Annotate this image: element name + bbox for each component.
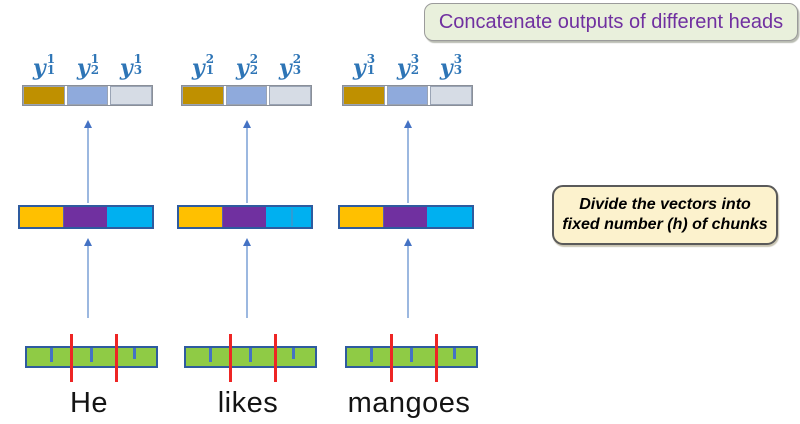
up-arrow-icon: [404, 238, 412, 318]
cell-divider: [292, 348, 295, 359]
y-label-sup: 1: [90, 52, 100, 66]
word-label: likes: [217, 387, 279, 419]
output-segment-head1: [182, 86, 224, 105]
chunk-divider-red: [70, 334, 73, 382]
chunked-vector: [338, 205, 474, 229]
y-label-sup: 1: [133, 52, 143, 66]
output-segment-head3: [430, 86, 473, 105]
cell-divider: [410, 348, 413, 362]
output-segment-head1: [343, 86, 385, 105]
word-label: He: [69, 387, 109, 419]
output-segment-head2: [225, 86, 268, 105]
up-arrow-icon: [84, 238, 92, 318]
divide-note-line2: fixed number (h) of chunks: [562, 216, 768, 233]
y-label-sub: 2: [90, 63, 100, 77]
chunk-segment-1: [179, 207, 223, 227]
y-label-sup: 3: [410, 52, 420, 66]
cell-divider: [209, 348, 212, 362]
y-label-sub: 1: [46, 63, 56, 77]
y-label-base: y: [352, 55, 366, 81]
chunk-segment-2: [383, 207, 428, 227]
y-label-base: y: [119, 55, 133, 81]
output-segment-head3: [269, 86, 312, 105]
chunk-divider-red: [435, 334, 438, 382]
chunk-segment-1: [340, 207, 384, 227]
y-label-sup: 1: [46, 52, 56, 66]
y-label-sup: 2: [205, 52, 215, 66]
chunk-divider-red: [115, 334, 118, 382]
y-label-sub: 3: [453, 63, 463, 77]
output-vector: [181, 85, 312, 106]
chunk-segment-3: [107, 207, 152, 227]
chunk-segment-2: [222, 207, 267, 227]
output-segment-head2: [386, 86, 429, 105]
y-label-sub: 1: [205, 63, 215, 77]
output-vector: [22, 85, 153, 106]
y-label-base: y: [32, 55, 46, 81]
y-label-base: y: [396, 55, 410, 81]
y-label-base: y: [76, 55, 90, 81]
cell-divider: [370, 348, 373, 362]
chunk-divider-red: [274, 334, 277, 382]
y-label-sup: 2: [292, 52, 302, 66]
token-vector: [184, 346, 317, 368]
up-arrow-icon: [243, 238, 251, 318]
y-label-sub: 3: [292, 63, 302, 77]
chunk-divider-red: [229, 334, 232, 382]
token-vector: [25, 346, 158, 368]
concatenate-note: Concatenate outputs of different heads: [424, 3, 798, 41]
cell-divider: [50, 348, 53, 362]
concatenate-note-text: Concatenate outputs of different heads: [438, 10, 784, 33]
token-vector: [345, 346, 478, 368]
chunk-segment-1: [20, 207, 64, 227]
chunk-segment-2: [63, 207, 108, 227]
output-segment-head1: [23, 86, 65, 105]
y-label-sup: 3: [366, 52, 376, 66]
output-segment-head3: [110, 86, 153, 105]
y-label-base: y: [278, 55, 292, 81]
y-label-sub: 3: [133, 63, 143, 77]
y-label-sup: 2: [249, 52, 259, 66]
chunk-divider-red: [390, 334, 393, 382]
up-arrow-icon: [84, 120, 92, 203]
up-arrow-icon: [404, 120, 412, 203]
divide-note: Divide the vectors into fixed number (h)…: [552, 185, 778, 245]
chunk-subdivider: [290, 208, 293, 226]
y-label-base: y: [439, 55, 453, 81]
chunked-vector: [177, 205, 313, 229]
cell-divider: [133, 348, 136, 359]
output-segment-head2: [66, 86, 109, 105]
y-label-base: y: [191, 55, 205, 81]
cell-divider: [90, 348, 93, 362]
cell-divider: [453, 348, 456, 359]
up-arrow-icon: [243, 120, 251, 203]
y-label-base: y: [235, 55, 249, 81]
divide-note-line1: Divide the vectors into: [579, 196, 751, 213]
y-label-sup: 3: [453, 52, 463, 66]
chunked-vector: [18, 205, 154, 229]
chunk-segment-3: [427, 207, 472, 227]
y-label-sub: 2: [249, 63, 259, 77]
word-label: mangoes: [347, 387, 471, 419]
y-label-sub: 2: [410, 63, 420, 77]
y-label-sub: 1: [366, 63, 376, 77]
output-vector: [342, 85, 473, 106]
cell-divider: [249, 348, 252, 362]
chunk-segment-3: [266, 207, 311, 227]
